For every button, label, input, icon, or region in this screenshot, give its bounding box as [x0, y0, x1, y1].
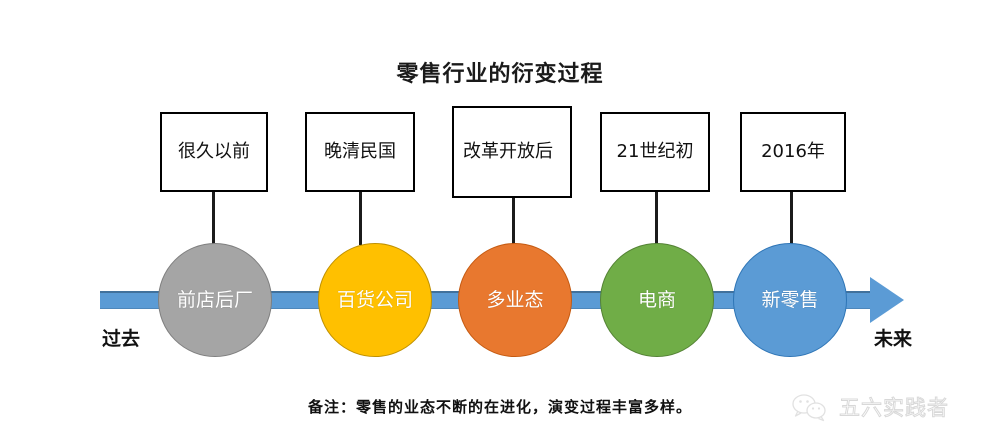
node-label: 电商 [637, 288, 676, 311]
timeline-node-1[interactable]: 前店后厂 [158, 243, 272, 357]
connector-stem-4 [655, 192, 658, 245]
timeline-node-5[interactable]: 新零售 [733, 243, 847, 357]
timeline-label-future: 未来 [874, 328, 913, 350]
callout-label: 改革开放后 [463, 141, 553, 163]
node-label: 新零售 [761, 288, 819, 311]
callout-box-3[interactable]: 改革开放后 [452, 106, 572, 198]
node-label: 多业态 [486, 288, 544, 311]
callout-box-1[interactable]: 很久以前 [160, 112, 268, 192]
watermark-text: 五六实践者 [839, 396, 949, 421]
right-arrow-icon [870, 277, 904, 323]
callout-box-5[interactable]: 2016年 [740, 112, 846, 192]
wechat-icon [792, 394, 826, 422]
connector-stem-1 [212, 192, 215, 245]
callout-label: 晚清民国 [324, 141, 396, 163]
timeline-node-2[interactable]: 百货公司 [318, 243, 432, 357]
callout-box-4[interactable]: 21世纪初 [600, 112, 710, 192]
connector-stem-2 [359, 192, 362, 245]
callout-box-2[interactable]: 晚清民国 [305, 112, 415, 192]
timeline-node-3[interactable]: 多业态 [458, 243, 572, 357]
timeline-node-4[interactable]: 电商 [600, 243, 714, 357]
node-label: 前店后厂 [176, 288, 253, 311]
footnote: 备注：零售的业态不断的在进化，演变过程丰富多样。 [307, 398, 692, 416]
callout-label: 很久以前 [178, 141, 250, 163]
callout-label: 2016年 [761, 141, 825, 163]
page-title: 零售行业的衍变过程 [396, 61, 604, 87]
timeline-label-past: 过去 [102, 328, 141, 350]
callout-label: 21世纪初 [616, 141, 694, 163]
connector-stem-3 [512, 198, 515, 245]
watermark: 五六实践者 [790, 392, 949, 422]
node-label: 百货公司 [336, 288, 413, 311]
connector-stem-5 [790, 192, 793, 245]
